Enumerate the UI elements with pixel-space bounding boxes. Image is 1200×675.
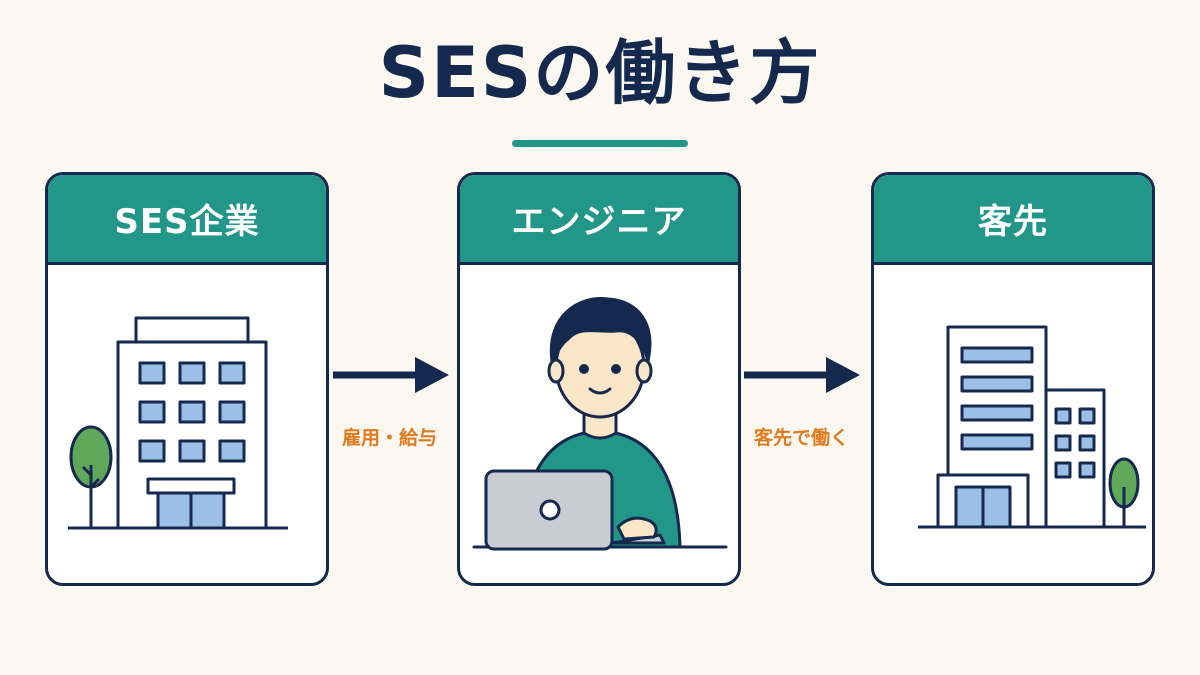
title-underline	[512, 140, 688, 147]
ses-company-body	[48, 265, 326, 583]
arrow-right-icon	[744, 357, 860, 393]
arrow-right-icon	[333, 357, 449, 393]
page-title: SESの働き方	[378, 32, 822, 114]
engineer-card: エンジニア	[457, 172, 741, 586]
engineer-label: エンジニア	[511, 202, 687, 242]
employment-salary-label: 雇用・給与	[342, 427, 438, 449]
work-at-client-label: 客先で働く	[754, 427, 850, 449]
ses-company-card: SES企業	[45, 172, 329, 586]
engineer-header: エンジニア	[460, 175, 738, 265]
client-card: 客先	[871, 172, 1155, 586]
client-body	[874, 265, 1152, 583]
ses-company-label: SES企業	[114, 202, 260, 242]
office-building-icon	[68, 316, 288, 530]
engineer-body	[460, 265, 738, 583]
client-buildings-icon	[918, 325, 1146, 529]
engineer-with-laptop-icon	[472, 297, 728, 551]
ses-company-header: SES企業	[48, 175, 326, 265]
client-header: 客先	[874, 175, 1152, 265]
client-label: 客先	[978, 202, 1048, 242]
